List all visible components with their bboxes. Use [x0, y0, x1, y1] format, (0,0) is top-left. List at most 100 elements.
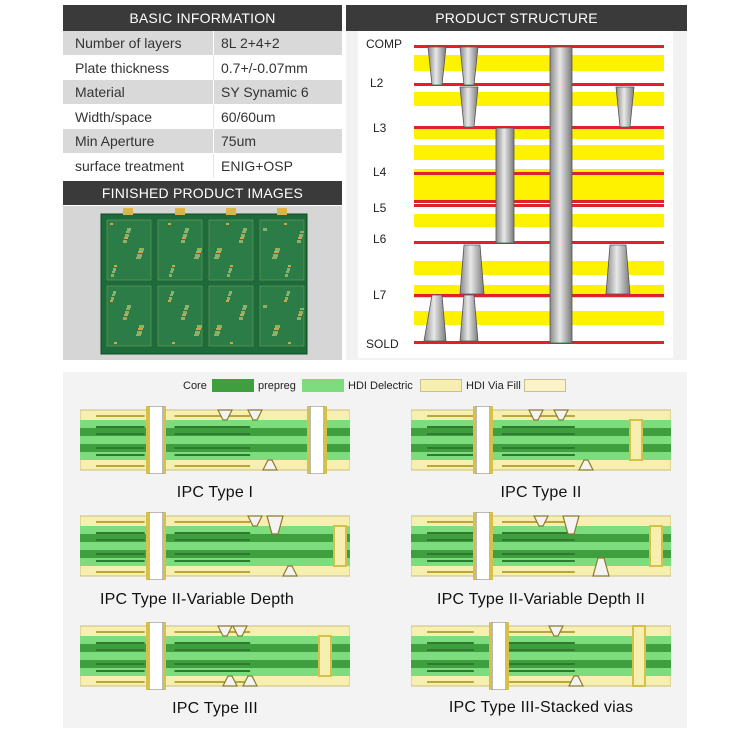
hole-wall: [490, 406, 493, 474]
pcb-pad: [170, 271, 173, 273]
pcb-pad: [136, 257, 141, 259]
through-via: [549, 46, 573, 344]
pcb-pad: [183, 234, 187, 237]
row-value: 60/60um: [221, 109, 276, 125]
pcb-pad: [228, 294, 231, 296]
pcb-pad: [196, 251, 201, 253]
prepreg-layer: [411, 652, 671, 660]
pcb-pad: [114, 342, 117, 344]
trace: [96, 571, 145, 573]
row-value: 8L 2+4+2: [221, 35, 280, 51]
pcb-pad: [126, 308, 130, 310]
prepreg-layer: [80, 652, 350, 660]
trace: [96, 433, 145, 435]
pcb-tab: [123, 208, 133, 215]
plated-through-hole: [148, 622, 164, 690]
microvia: [605, 244, 631, 295]
trace: [96, 521, 145, 523]
trace: [174, 631, 251, 633]
layer-label: L3: [373, 121, 387, 135]
legend-swatch-core: [212, 379, 254, 392]
pcb-pad: [284, 223, 287, 225]
trace: [427, 521, 474, 523]
pcb-pad: [215, 331, 220, 334]
pcb-pad: [113, 268, 116, 271]
pcb-pad: [240, 237, 244, 239]
trace: [427, 532, 474, 534]
caption-ipc-type-2-variable-depth-2: IPC Type II-Variable Depth II: [437, 591, 645, 608]
trace: [427, 560, 474, 562]
prepreg-band: [414, 311, 664, 325]
prepreg-band: [414, 145, 664, 160]
trace: [427, 642, 474, 644]
pcb-pad: [239, 317, 243, 320]
plated-through-hole: [309, 406, 325, 474]
prepreg-band: [414, 55, 664, 71]
trace: [174, 521, 251, 523]
pcb-pad: [263, 305, 267, 308]
trace: [427, 631, 474, 633]
pcb-pad: [182, 237, 186, 239]
microvia: [217, 409, 233, 421]
trace: [502, 447, 575, 449]
plated-through-hole: [491, 622, 507, 690]
pcb-pad: [196, 328, 201, 330]
copper-layer: [414, 294, 664, 297]
table-row: Plate thickness 0.7+/-0.07mm: [63, 56, 342, 80]
pcb-pad: [286, 294, 289, 296]
stacked-via: [632, 625, 646, 687]
pcb-pad: [123, 240, 127, 243]
structure-diagram: COMP L2 L3 L4 L5 L6 L7 SOLD: [346, 31, 687, 360]
trace: [96, 426, 145, 428]
trace: [502, 670, 575, 672]
pcb-pad: [123, 317, 127, 320]
hole-wall: [146, 622, 149, 690]
prepreg-layer: [80, 436, 350, 444]
trace: [174, 560, 251, 562]
layer-label: L6: [373, 232, 387, 246]
layer-label: SOLD: [366, 337, 399, 351]
trace: [427, 681, 474, 683]
microvia: [282, 565, 298, 577]
trace: [96, 642, 145, 644]
copper-layer: [414, 241, 664, 244]
microvia: [553, 409, 569, 421]
caption-ipc-type-3: IPC Type III: [172, 700, 258, 717]
trace: [174, 663, 251, 665]
pcb-pad: [125, 311, 129, 314]
trace: [96, 681, 145, 683]
pcb-pad: [227, 297, 230, 300]
prepreg-layer: [80, 542, 350, 550]
hole-wall: [506, 622, 509, 690]
table-row: Min Aperture 75um: [63, 129, 342, 153]
trace: [96, 415, 145, 417]
legend-label: HDI Delectric: [348, 380, 413, 392]
pcb-pad: [216, 251, 221, 253]
microvia: [242, 675, 258, 687]
microvia: [427, 46, 447, 86]
pcb-pad: [242, 231, 246, 233]
row-key: surface treatment: [75, 158, 184, 174]
copper-layer: [414, 200, 664, 203]
microvia: [615, 86, 635, 128]
layer-label: L5: [373, 201, 387, 215]
pcb-tab: [277, 208, 287, 215]
pcb-pad: [194, 334, 199, 336]
pcb-pad: [226, 223, 229, 225]
pcb-pad: [298, 237, 302, 239]
trace: [427, 426, 474, 428]
trace: [174, 415, 251, 417]
trace: [174, 426, 251, 428]
pcb-pad: [228, 271, 231, 273]
row-key: Min Aperture: [75, 133, 155, 149]
trace: [96, 631, 145, 633]
plated-through-hole: [475, 512, 491, 580]
pcb-pad: [288, 342, 291, 344]
pcb-pad: [230, 265, 233, 267]
pcb-pad: [274, 251, 279, 253]
pcb-pad: [127, 305, 131, 308]
pcb-pad: [171, 268, 174, 271]
trace: [502, 571, 575, 573]
microvia: [578, 459, 594, 471]
trace: [427, 454, 474, 456]
